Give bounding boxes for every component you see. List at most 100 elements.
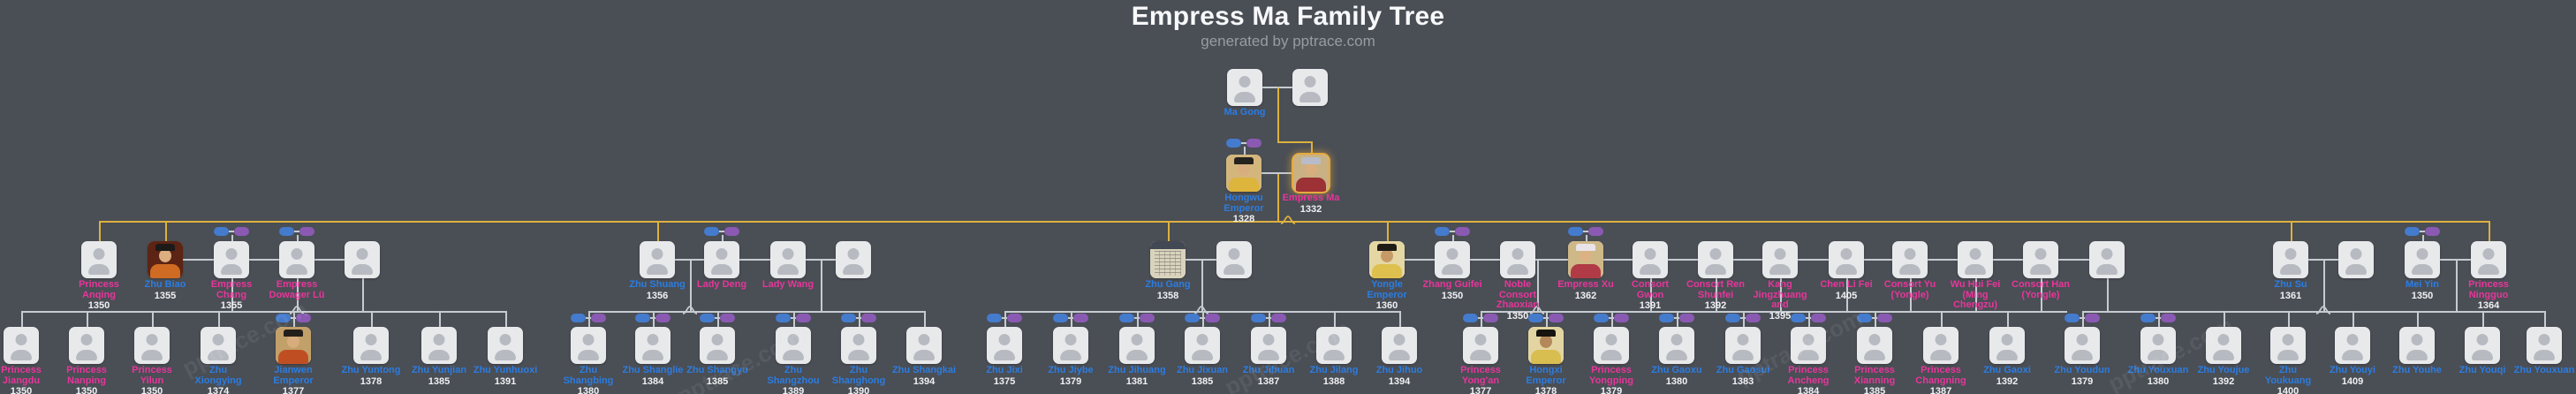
person-card-princess-yilun[interactable]: [134, 327, 170, 364]
person-card-zhu-shangzhou[interactable]: [776, 327, 811, 364]
collapsed-branch-badge-purple[interactable]: [1483, 314, 1498, 322]
collapsed-branch-badge-blue[interactable]: [276, 314, 291, 322]
collapsed-branch-badge-purple[interactable]: [2161, 314, 2176, 322]
person-card-unnamed[interactable]: [1292, 69, 1328, 106]
person-card-consort-han-yongle[interactable]: [2023, 241, 2058, 278]
collapsed-branch-badge-purple[interactable]: [861, 314, 876, 322]
collapsed-branch-badge-purple[interactable]: [1140, 314, 1155, 322]
person-card-zhu-shangkai[interactable]: [906, 327, 942, 364]
person-card-zhu-yuntong[interactable]: [353, 327, 389, 364]
collapsed-branch-badge-purple[interactable]: [1746, 314, 1761, 322]
collapsed-branch-badge-purple[interactable]: [234, 227, 249, 236]
collapsed-branch-badge-blue[interactable]: [1053, 314, 1068, 322]
person-card-consort-ren-shunfei[interactable]: [1698, 241, 1733, 278]
collapsed-branch-badge-blue[interactable]: [1568, 227, 1583, 236]
collapsed-branch-badge-blue[interactable]: [776, 314, 791, 322]
person-card-zhu-shuang[interactable]: [640, 241, 675, 278]
person-card-zhu-jihuan[interactable]: [1251, 327, 1286, 364]
collapsed-branch-badge-purple[interactable]: [720, 314, 735, 322]
person-card-zhu-jilang[interactable]: [1316, 327, 1352, 364]
person-card-princess-anqing[interactable]: [81, 241, 117, 278]
collapsed-branch-badge-blue[interactable]: [279, 227, 294, 236]
person-card-zhu-youkuang[interactable]: [2270, 327, 2306, 364]
collapsed-branch-badge-purple[interactable]: [655, 314, 671, 322]
person-card-zhu-yunjian[interactable]: [421, 327, 457, 364]
person-card-zhu-jixuan[interactable]: [1185, 327, 1220, 364]
collapsed-branch-badge-blue[interactable]: [1791, 314, 1806, 322]
person-card-chen-li-fei[interactable]: [1829, 241, 1864, 278]
collapsed-branch-badge-blue[interactable]: [214, 227, 229, 236]
collapsed-branch-badge-purple[interactable]: [299, 227, 314, 236]
person-card-zhu-xiongying[interactable]: [201, 327, 236, 364]
person-card-zhu-gang[interactable]: [1150, 241, 1186, 278]
person-card-zhu-su[interactable]: [2273, 241, 2308, 278]
person-card-unnamed[interactable]: [2089, 241, 2125, 278]
collapsed-branch-badge-blue[interactable]: [1435, 227, 1450, 236]
collapsed-branch-badge-purple[interactable]: [2425, 227, 2440, 236]
collapsed-branch-badge-blue[interactable]: [1725, 314, 1740, 322]
person-card-zhu-youdun[interactable]: [2065, 327, 2100, 364]
person-card-ma-gong[interactable]: [1227, 69, 1262, 106]
person-card-zhu-youjue[interactable]: [2206, 327, 2241, 364]
person-card-zhu-biao[interactable]: [148, 241, 183, 278]
person-card-consort-yu-yongle[interactable]: [1892, 241, 1928, 278]
collapsed-branch-badge-blue[interactable]: [2065, 314, 2080, 322]
collapsed-branch-badge-purple[interactable]: [1588, 227, 1603, 236]
person-card-empress-ma[interactable]: [1293, 155, 1329, 192]
person-card-unnamed[interactable]: [2338, 241, 2374, 278]
person-card-princess-jiangdu[interactable]: [4, 327, 39, 364]
person-card-zhu-yunhuoxi[interactable]: [488, 327, 523, 364]
person-card-unnamed[interactable]: [1216, 241, 1252, 278]
person-card-noble-consort-zhaoxian[interactable]: [1500, 241, 1535, 278]
person-card-zhu-shangyu[interactable]: [700, 327, 735, 364]
person-card-zhu-youqi[interactable]: [2465, 327, 2500, 364]
collapsed-branch-badge-purple[interactable]: [591, 314, 606, 322]
person-card-zhu-youxuan[interactable]: [2140, 327, 2176, 364]
person-card-mei-yin[interactable]: [2405, 241, 2440, 278]
person-card-zhu-shangbing[interactable]: [571, 327, 606, 364]
person-card-empress-dowager-l[interactable]: [279, 241, 314, 278]
person-card-princess-yong-an[interactable]: [1463, 327, 1498, 364]
person-card-yongle-emperor[interactable]: [1369, 241, 1405, 278]
collapsed-branch-badge-purple[interactable]: [1246, 139, 1261, 148]
person-card-zhu-youhe[interactable]: [2399, 327, 2435, 364]
collapsed-branch-badge-blue[interactable]: [571, 314, 586, 322]
collapsed-branch-badge-blue[interactable]: [841, 314, 856, 322]
person-card-zhu-gaoxi[interactable]: [1989, 327, 2025, 364]
person-card-empress-xu[interactable]: [1568, 241, 1603, 278]
person-card-zhu-jiybe[interactable]: [1053, 327, 1088, 364]
person-card-zhu-gaoxu[interactable]: [1659, 327, 1694, 364]
person-card-lady-deng[interactable]: [704, 241, 739, 278]
collapsed-branch-badge-blue[interactable]: [1251, 314, 1266, 322]
person-card-zhu-jihuo[interactable]: [1382, 327, 1417, 364]
collapsed-branch-badge-purple[interactable]: [1205, 314, 1220, 322]
collapsed-branch-badge-purple[interactable]: [1679, 314, 1694, 322]
person-card-consort-gwon[interactable]: [1633, 241, 1668, 278]
person-card-wu-hui-fei-ming-chengzu[interactable]: [1958, 241, 1993, 278]
collapsed-branch-badge-purple[interactable]: [1271, 314, 1286, 322]
collapsed-branch-badge-blue[interactable]: [635, 314, 650, 322]
collapsed-branch-badge-blue[interactable]: [1226, 139, 1241, 148]
collapsed-branch-badge-blue[interactable]: [704, 227, 719, 236]
person-card-zhu-gaosui[interactable]: [1725, 327, 1761, 364]
collapsed-branch-badge-purple[interactable]: [1455, 227, 1470, 236]
person-card-unnamed[interactable]: [836, 241, 871, 278]
collapsed-branch-badge-blue[interactable]: [2140, 314, 2156, 322]
person-card-princess-ancheng[interactable]: [1791, 327, 1826, 364]
collapsed-branch-badge-purple[interactable]: [796, 314, 811, 322]
person-card-zhu-youxuan[interactable]: [2527, 327, 2562, 364]
collapsed-branch-badge-blue[interactable]: [1659, 314, 1674, 322]
person-card-zhang-guifei[interactable]: [1435, 241, 1470, 278]
collapsed-branch-badge-purple[interactable]: [1811, 314, 1826, 322]
collapsed-branch-badge-purple[interactable]: [724, 227, 739, 236]
person-card-zhu-shanghong[interactable]: [841, 327, 876, 364]
collapsed-branch-badge-purple[interactable]: [1614, 314, 1629, 322]
collapsed-branch-badge-purple[interactable]: [1073, 314, 1088, 322]
collapsed-branch-badge-purple[interactable]: [296, 314, 311, 322]
person-card-jianwen-emperor[interactable]: [276, 327, 311, 364]
person-card-zhu-jixi[interactable]: [987, 327, 1022, 364]
person-card-princess-changning[interactable]: [1923, 327, 1959, 364]
person-card-zhu-jihuang[interactable]: [1119, 327, 1155, 364]
person-card-zhu-youyi[interactable]: [2335, 327, 2370, 364]
person-card-zhu-shanglie[interactable]: [635, 327, 671, 364]
